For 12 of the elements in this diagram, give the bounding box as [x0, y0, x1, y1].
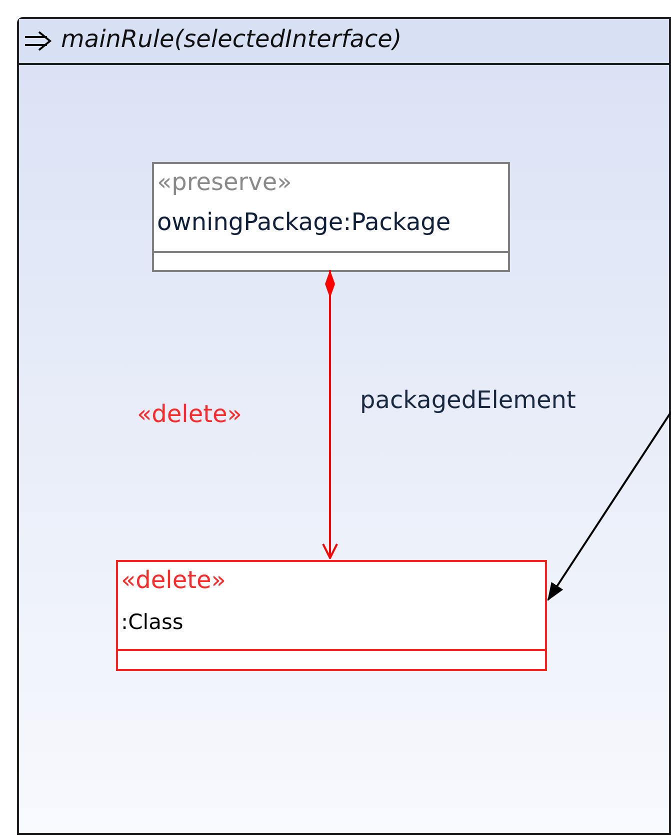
object-box: [116, 560, 547, 671]
object-box: [152, 162, 510, 272]
rule-frame: [17, 17, 671, 835]
stereotype-text: «delete»: [121, 566, 226, 595]
object-name: :Class: [121, 610, 184, 636]
composition-connector: [322, 270, 338, 559]
object-name: owningPackage:Package: [157, 208, 451, 237]
arrow: [547, 411, 671, 601]
role-label: packagedElement: [360, 386, 576, 415]
stereotype-label: «delete»: [137, 400, 242, 429]
stereotype-text: «preserve»: [157, 168, 292, 197]
rule-title: mainRule(selectedInterface): [61, 25, 402, 54]
